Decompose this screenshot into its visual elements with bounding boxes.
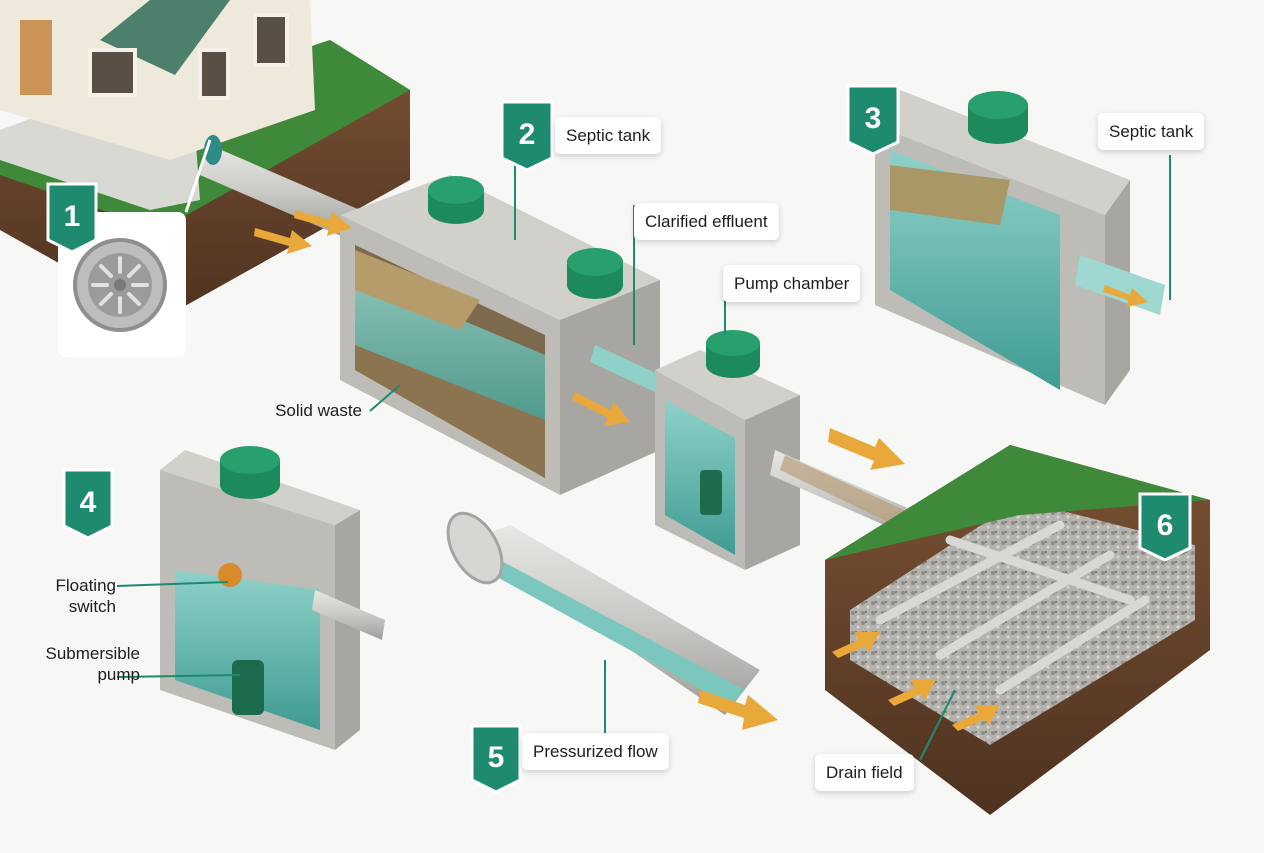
pressurized-pipe-5 (446, 511, 760, 715)
step-number: 5 (488, 741, 505, 774)
submersible-pump (232, 660, 264, 715)
house-door (20, 20, 52, 95)
tank-top (875, 90, 1130, 215)
leader-line (369, 384, 401, 412)
grass-surface (825, 445, 1210, 560)
label-submersible-pump: Submersible pump (45, 644, 141, 684)
flow-arrow (1103, 285, 1148, 307)
flow-arrow (254, 228, 312, 254)
inlet-pipe (200, 145, 360, 240)
flow-arrow (828, 428, 905, 470)
step-badge-6: 6 (1138, 492, 1192, 562)
tank-lid-top (567, 248, 623, 276)
pump-cutaway-4 (160, 446, 385, 750)
step-badge-3: 3 (846, 84, 900, 156)
flow-arrow (952, 705, 1000, 731)
scum-layer (890, 165, 1010, 225)
flow-arrow (294, 210, 352, 236)
house-window (253, 13, 289, 67)
chamber-side (745, 395, 800, 570)
inset-connector (184, 139, 212, 213)
drain-grate-inset (58, 139, 212, 357)
house-roof (100, 0, 230, 75)
label-pump-chamber: Pump chamber (723, 265, 861, 302)
lateral-pipe (935, 550, 1115, 660)
septic-tank (340, 175, 660, 495)
label-septic-tank-3: Septic tank (1098, 113, 1205, 150)
chamber-side (335, 510, 360, 750)
label-solid-waste: Solid waste (275, 401, 362, 420)
label-pressurized-flow: Pressurized flow (522, 733, 669, 770)
house-window (88, 48, 137, 97)
step-number: 4 (80, 486, 97, 519)
pipe-water (475, 555, 745, 705)
label-clarified-effluent: Clarified effluent (634, 203, 779, 240)
leader-line (919, 689, 956, 761)
scum-layer (355, 250, 480, 330)
leader-line (116, 581, 229, 587)
lateral-pipe (995, 595, 1150, 695)
tank-lid-top (968, 91, 1028, 119)
sludge-layer (355, 345, 545, 478)
tank-cutaway-3 (875, 90, 1165, 405)
float-switch (218, 563, 242, 587)
flow-arrow (572, 392, 630, 426)
header-pipe (945, 535, 1135, 605)
step-badge-2: 2 (500, 100, 554, 172)
pump-body (700, 470, 722, 515)
house-wall (0, 0, 315, 160)
label-drain-field: Drain field (815, 754, 914, 791)
flow-arrow (698, 690, 778, 730)
pipe-end (446, 511, 504, 585)
chamber-lid-top (220, 446, 280, 474)
label-floating-switch: Floating switch (55, 576, 116, 616)
flow-arrow (832, 632, 880, 658)
step-number: 3 (865, 102, 882, 135)
step-badge-4: 4 (62, 468, 114, 540)
leader-line (116, 674, 241, 678)
flow-arrows (254, 210, 1148, 731)
tank-lid-top (428, 176, 484, 204)
chamber-top (655, 350, 800, 420)
step-number: 6 (1157, 509, 1174, 542)
discharge-pipe (312, 590, 385, 640)
label-septic-tank: Septic tank (555, 117, 662, 154)
drain-field-6 (825, 445, 1210, 815)
chamber-water (175, 570, 320, 730)
chamber-lid-top (706, 330, 760, 356)
flow-arrow (888, 680, 936, 706)
step-badge-5: 5 (470, 724, 522, 794)
drain-grate-icon (73, 238, 167, 332)
step-badge-1: 1 (46, 182, 98, 254)
outlet-pipe (590, 345, 660, 392)
lateral-pipe (875, 520, 1065, 625)
gravel-bed (850, 500, 1195, 745)
step-number: 1 (64, 200, 81, 233)
tank-water (355, 275, 545, 440)
house-window (198, 48, 230, 100)
step-number: 2 (519, 118, 536, 151)
